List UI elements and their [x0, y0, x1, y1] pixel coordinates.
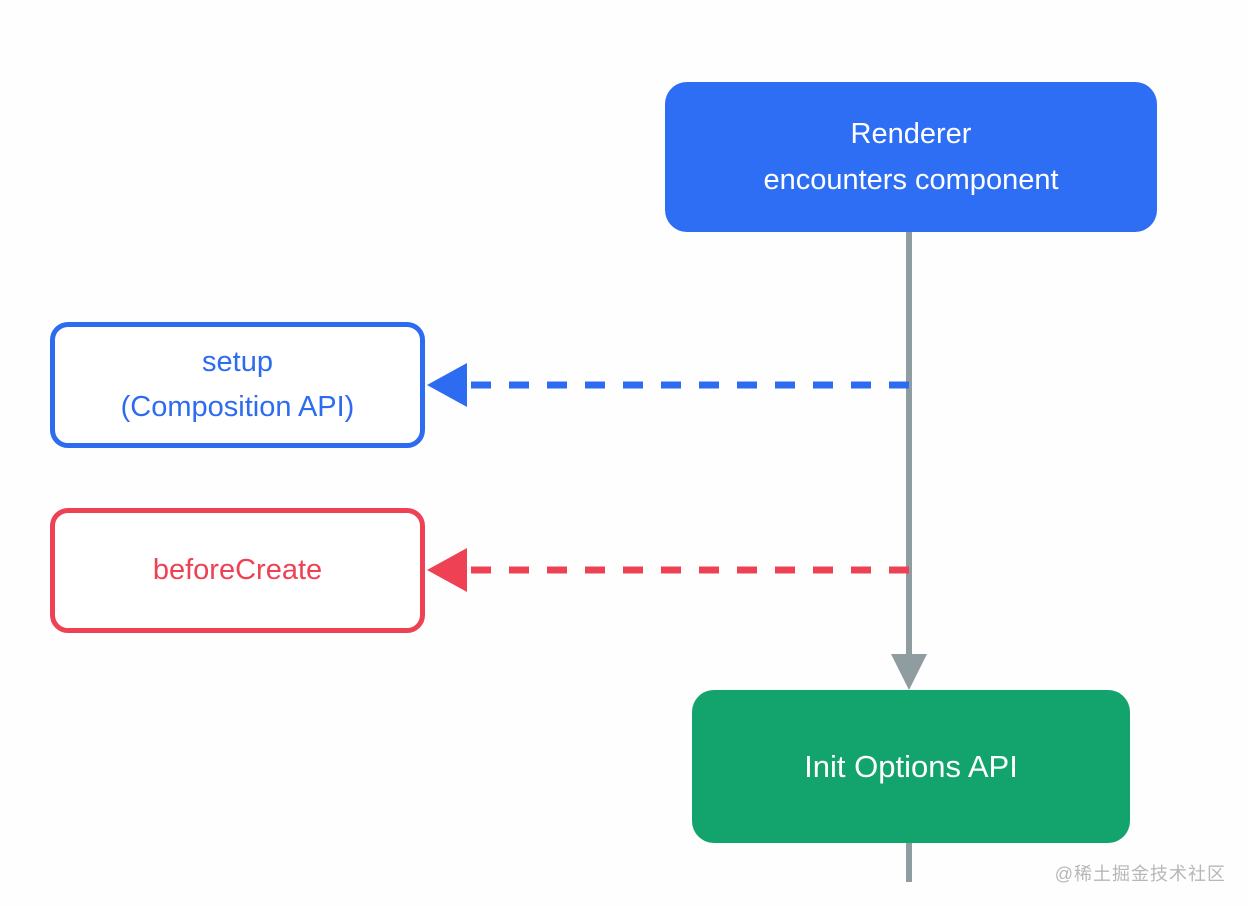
- watermark: @稀土掘金技术社区: [1054, 864, 1226, 884]
- setup-node: setup (Composition API): [50, 322, 425, 448]
- init-options-node-label: Init Options API: [804, 748, 1018, 784]
- setup-node-label-line1: setup: [202, 346, 273, 378]
- renderer-node-label-line2: encounters component: [763, 164, 1059, 196]
- init-options-node: Init Options API: [692, 690, 1130, 843]
- setup-arrowhead-icon: [427, 363, 467, 407]
- beforecreate-node: beforeCreate: [50, 508, 425, 633]
- setup-node-label-line2: (Composition API): [120, 391, 355, 423]
- renderer-node-label-line1: Renderer: [850, 118, 972, 150]
- beforecreate-arrowhead-icon: [427, 548, 467, 592]
- renderer-node: Renderer encounters component: [665, 82, 1157, 232]
- beforecreate-node-label: beforeCreate: [152, 554, 323, 586]
- main-flow-arrowhead-icon: [891, 654, 927, 690]
